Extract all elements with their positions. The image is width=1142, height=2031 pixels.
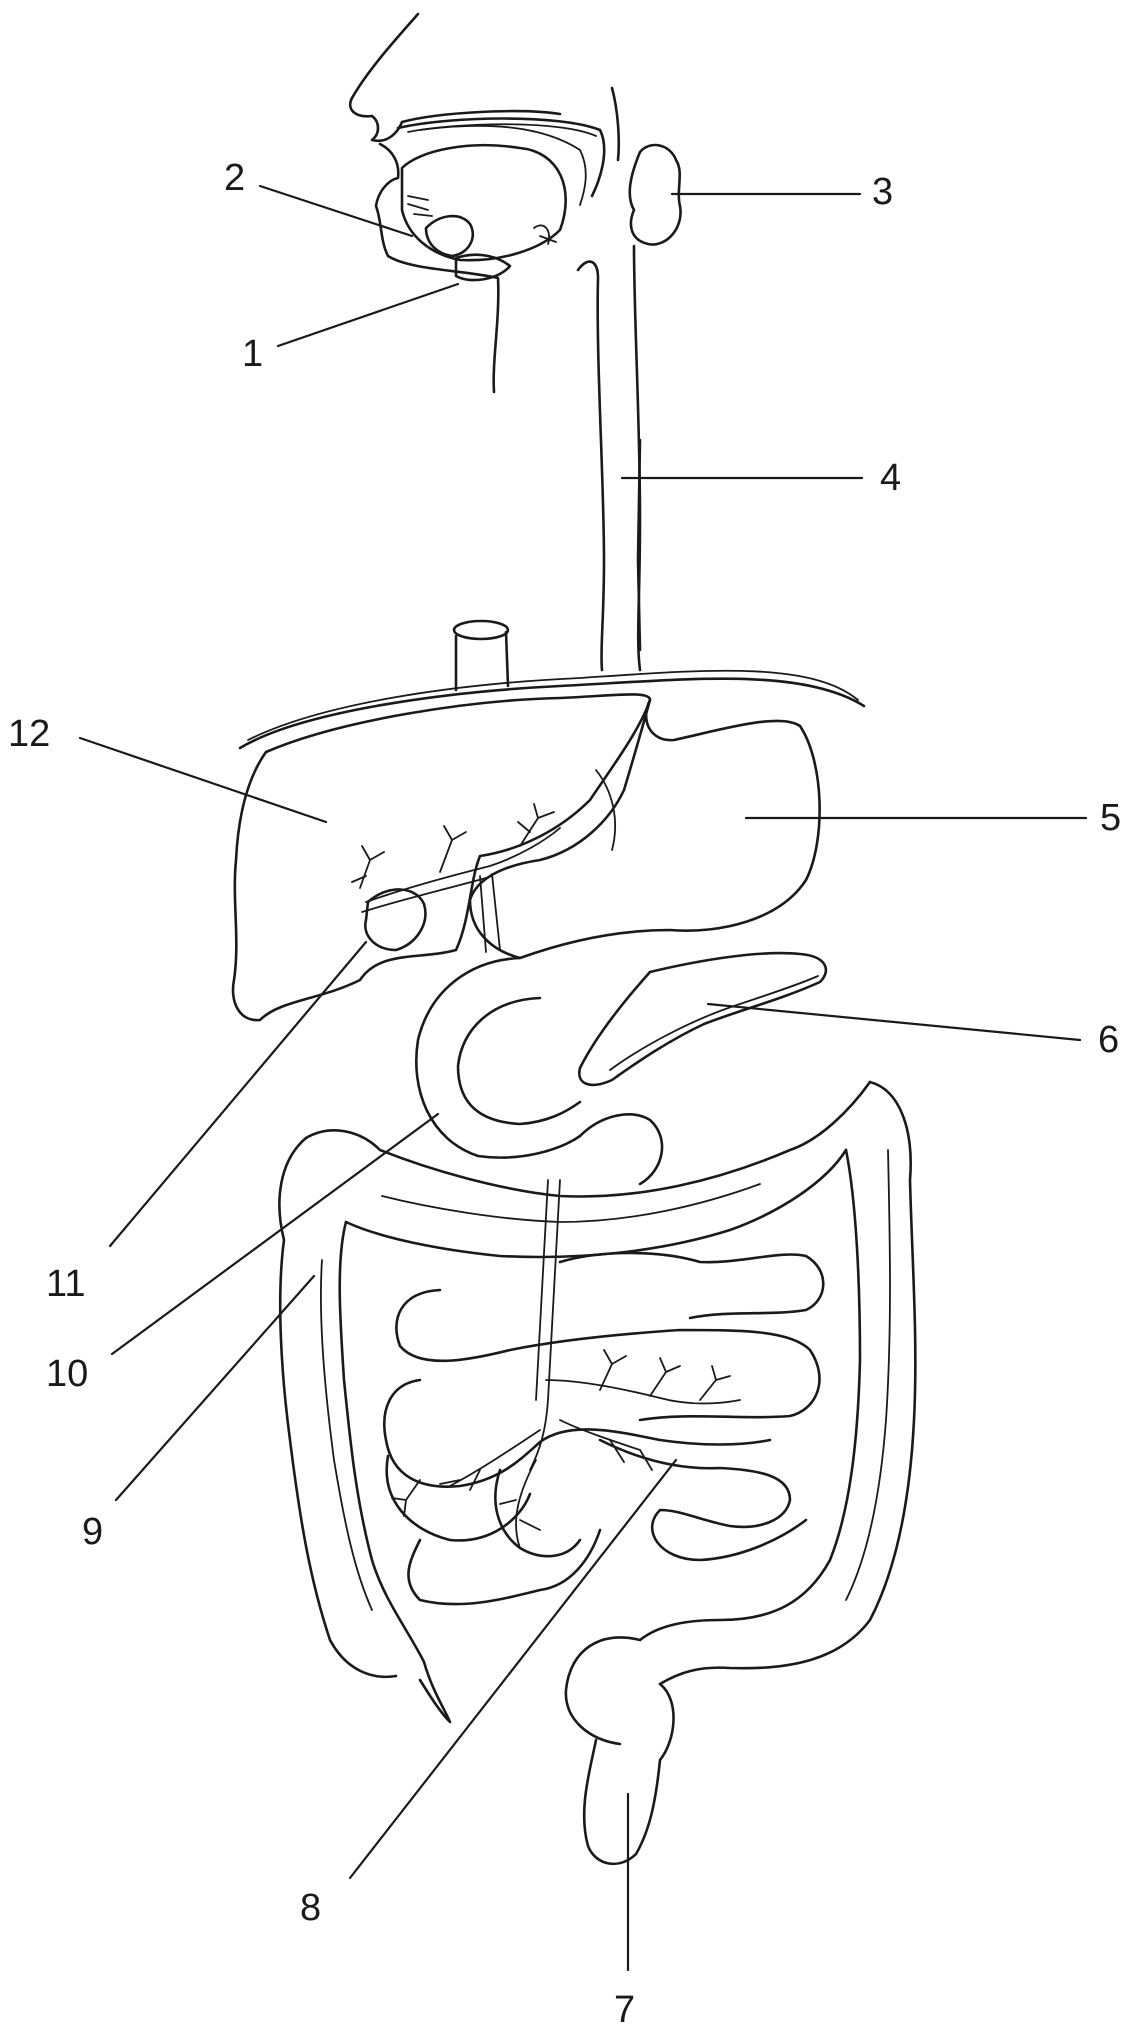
leader-line-1: [278, 284, 458, 346]
leader-line-6: [708, 1004, 1080, 1040]
leader-line-2: [260, 186, 412, 236]
callout-1: 1: [242, 333, 263, 375]
callout-7: 7: [614, 1989, 635, 2031]
small-intestine: [384, 1114, 823, 1604]
callout-12: 12: [8, 713, 50, 755]
callout-2: 2: [224, 157, 245, 199]
callout-5: 5: [1100, 797, 1121, 839]
leader-lines: [80, 186, 1086, 1970]
teeth: [408, 196, 556, 244]
esophagus: [578, 246, 640, 670]
callout-11: 11: [46, 1263, 85, 1305]
callout-6: 6: [1098, 1019, 1119, 1061]
large-intestine: [279, 1082, 915, 1864]
stomach: [470, 700, 820, 958]
pancreas: [579, 953, 826, 1085]
duodenum: [416, 958, 580, 1158]
callout-9: 9: [82, 1511, 103, 1553]
callout-numbers: 1 2 3 4 5 6 7 8 9 10 11 12: [8, 157, 1121, 2031]
callout-4: 4: [880, 457, 901, 499]
head-outline: [350, 14, 640, 650]
callout-3: 3: [872, 171, 893, 213]
mesenteric-vessels: [392, 1350, 740, 1548]
leader-line-10: [112, 1114, 438, 1354]
liver: [233, 694, 650, 1020]
callout-10: 10: [46, 1353, 88, 1395]
bile-duct-tree: [352, 804, 560, 952]
callout-8: 8: [300, 1887, 321, 1929]
leader-line-11: [110, 942, 366, 1246]
diaphragm: [240, 671, 864, 748]
aorta-stub: [454, 621, 508, 690]
leader-line-12: [80, 738, 326, 822]
gallbladder: [365, 889, 425, 950]
